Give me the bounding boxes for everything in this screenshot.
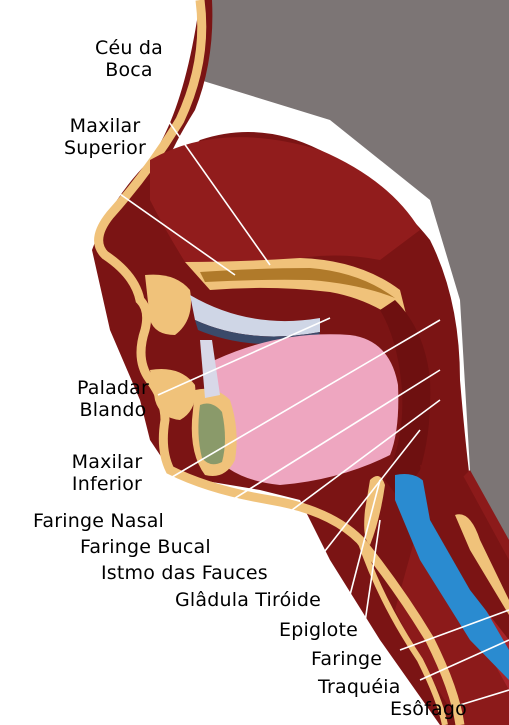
label-faringe: Faringe [311, 648, 382, 670]
label-gladula-tiroide: Glâdula Tiróide [175, 589, 321, 611]
label-ceu-da-boca-line1: Céu da [84, 37, 174, 59]
label-maxilar-inferior-line1: Maxilar [52, 451, 162, 473]
label-paladar-blando-line2: Blando [58, 399, 168, 421]
label-maxilar-superior-line2: Superior [46, 137, 164, 159]
label-maxilar-inferior-line2: Inferior [52, 473, 162, 495]
label-paladar-blando-line1: Paladar [58, 377, 168, 399]
label-epiglote: Epiglote [279, 619, 358, 641]
label-ceu-da-boca: Céu da Boca [84, 37, 174, 81]
label-traqueia: Traquéia [318, 676, 401, 698]
jaw-marrow [198, 404, 225, 465]
label-paladar-blando: Paladar Blando [58, 377, 168, 421]
label-istmo-das-fauces: Istmo das Fauces [101, 562, 268, 584]
label-ceu-da-boca-line2: Boca [84, 59, 174, 81]
tongue [206, 334, 398, 485]
label-maxilar-inferior: Maxilar Inferior [52, 451, 162, 495]
label-maxilar-superior: Maxilar Superior [46, 115, 164, 159]
label-faringe-nasal: Faringe Nasal [33, 510, 164, 532]
label-faringe-bucal: Faringe Bucal [80, 536, 211, 558]
label-maxilar-superior-line1: Maxilar [46, 115, 164, 137]
label-esofago: Esôfago [390, 698, 467, 720]
